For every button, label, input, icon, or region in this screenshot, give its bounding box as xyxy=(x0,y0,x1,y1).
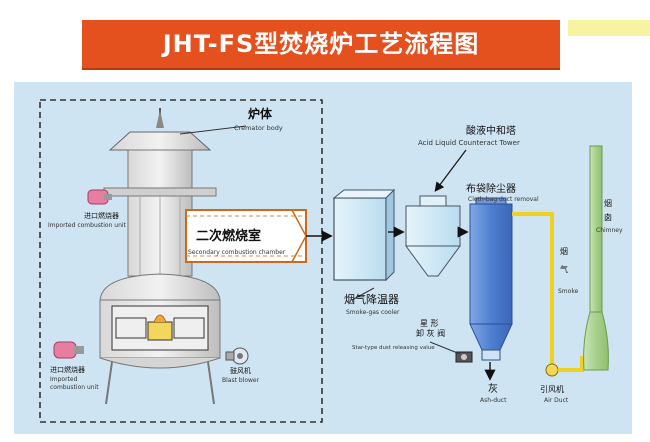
label-bag-cn: 布袋除尘器 xyxy=(466,182,516,195)
burner-top xyxy=(87,189,112,205)
label-ash-en: Ash-duct xyxy=(480,397,507,404)
label-burner-top-cn: 进口燃烧器 xyxy=(84,211,119,220)
label-burner-top-en: Imported combustion unit xyxy=(48,222,127,229)
label-chimney-cn1: 烟 xyxy=(604,199,612,208)
label-blower-en: Blast blower xyxy=(222,377,260,384)
label-cremator-en: Cremator body xyxy=(234,124,283,132)
flue-duct xyxy=(512,212,584,377)
label-chimney-cn2: 囱 xyxy=(604,212,612,222)
label-blower-cn: 鼓风机 xyxy=(230,366,251,375)
label-smoke-cn2: 气 xyxy=(560,264,568,274)
label-fan-en: Air Duct xyxy=(544,397,569,404)
label-acid-cn: 酸液中和塔 xyxy=(466,124,516,137)
acid-tower-pointer xyxy=(434,149,467,192)
label-acid-en: Acid Liquid Counteract Tower xyxy=(418,139,520,147)
label-chimney-en: Chimney xyxy=(596,227,623,234)
label-burner-bottom-en1: Imported xyxy=(50,376,78,383)
label-valve-en: Star-type dust releasing value xyxy=(352,345,435,351)
title-banner: JHT-FS型焚烧炉工艺流程图 xyxy=(82,20,560,68)
label-cremator-cn: 炉体 xyxy=(248,106,273,121)
label-cooler-en: Smoke-gas cooler xyxy=(346,309,400,316)
smoke-gas-cooler xyxy=(332,188,396,282)
label-secondary-cn: 二次燃烧室 xyxy=(196,228,261,244)
label-valve-cn2: 卸 灰 阀 xyxy=(416,328,445,338)
page-title: JHT-FS型焚烧炉工艺流程图 xyxy=(162,30,480,58)
leader-valve xyxy=(429,341,461,355)
star-valve xyxy=(455,351,473,363)
corner-highlight xyxy=(568,20,650,36)
label-ash-cn: 灰 xyxy=(488,382,498,395)
diagram-panel xyxy=(14,82,632,434)
label-smoke-cn1: 烟 xyxy=(560,247,568,256)
burner-bottom xyxy=(53,341,84,359)
label-cooler-cn: 烟气降温器 xyxy=(344,292,399,306)
cremator-boundary xyxy=(39,99,323,423)
blast-blower xyxy=(225,347,249,365)
label-burner-bottom-en2: combustion unit xyxy=(50,384,99,391)
label-smoke-en: Smoke xyxy=(558,288,579,295)
label-secondary-en: Secondary combustion chamber xyxy=(188,249,286,256)
bag-filter xyxy=(469,197,513,361)
leader-cremator xyxy=(179,125,247,135)
label-valve-cn1: 星 形 xyxy=(420,319,439,328)
secondary-combustion-chamber xyxy=(185,209,307,263)
cremator-body xyxy=(99,108,221,405)
label-burner-bottom-cn: 进口燃烧器 xyxy=(50,365,85,374)
acid-tower xyxy=(405,195,461,277)
label-bag-en: Cloth-bag duct removal xyxy=(468,196,539,203)
chimney xyxy=(583,145,609,371)
label-fan-cn: 引风机 xyxy=(540,384,564,394)
leader-cooler xyxy=(351,287,375,301)
